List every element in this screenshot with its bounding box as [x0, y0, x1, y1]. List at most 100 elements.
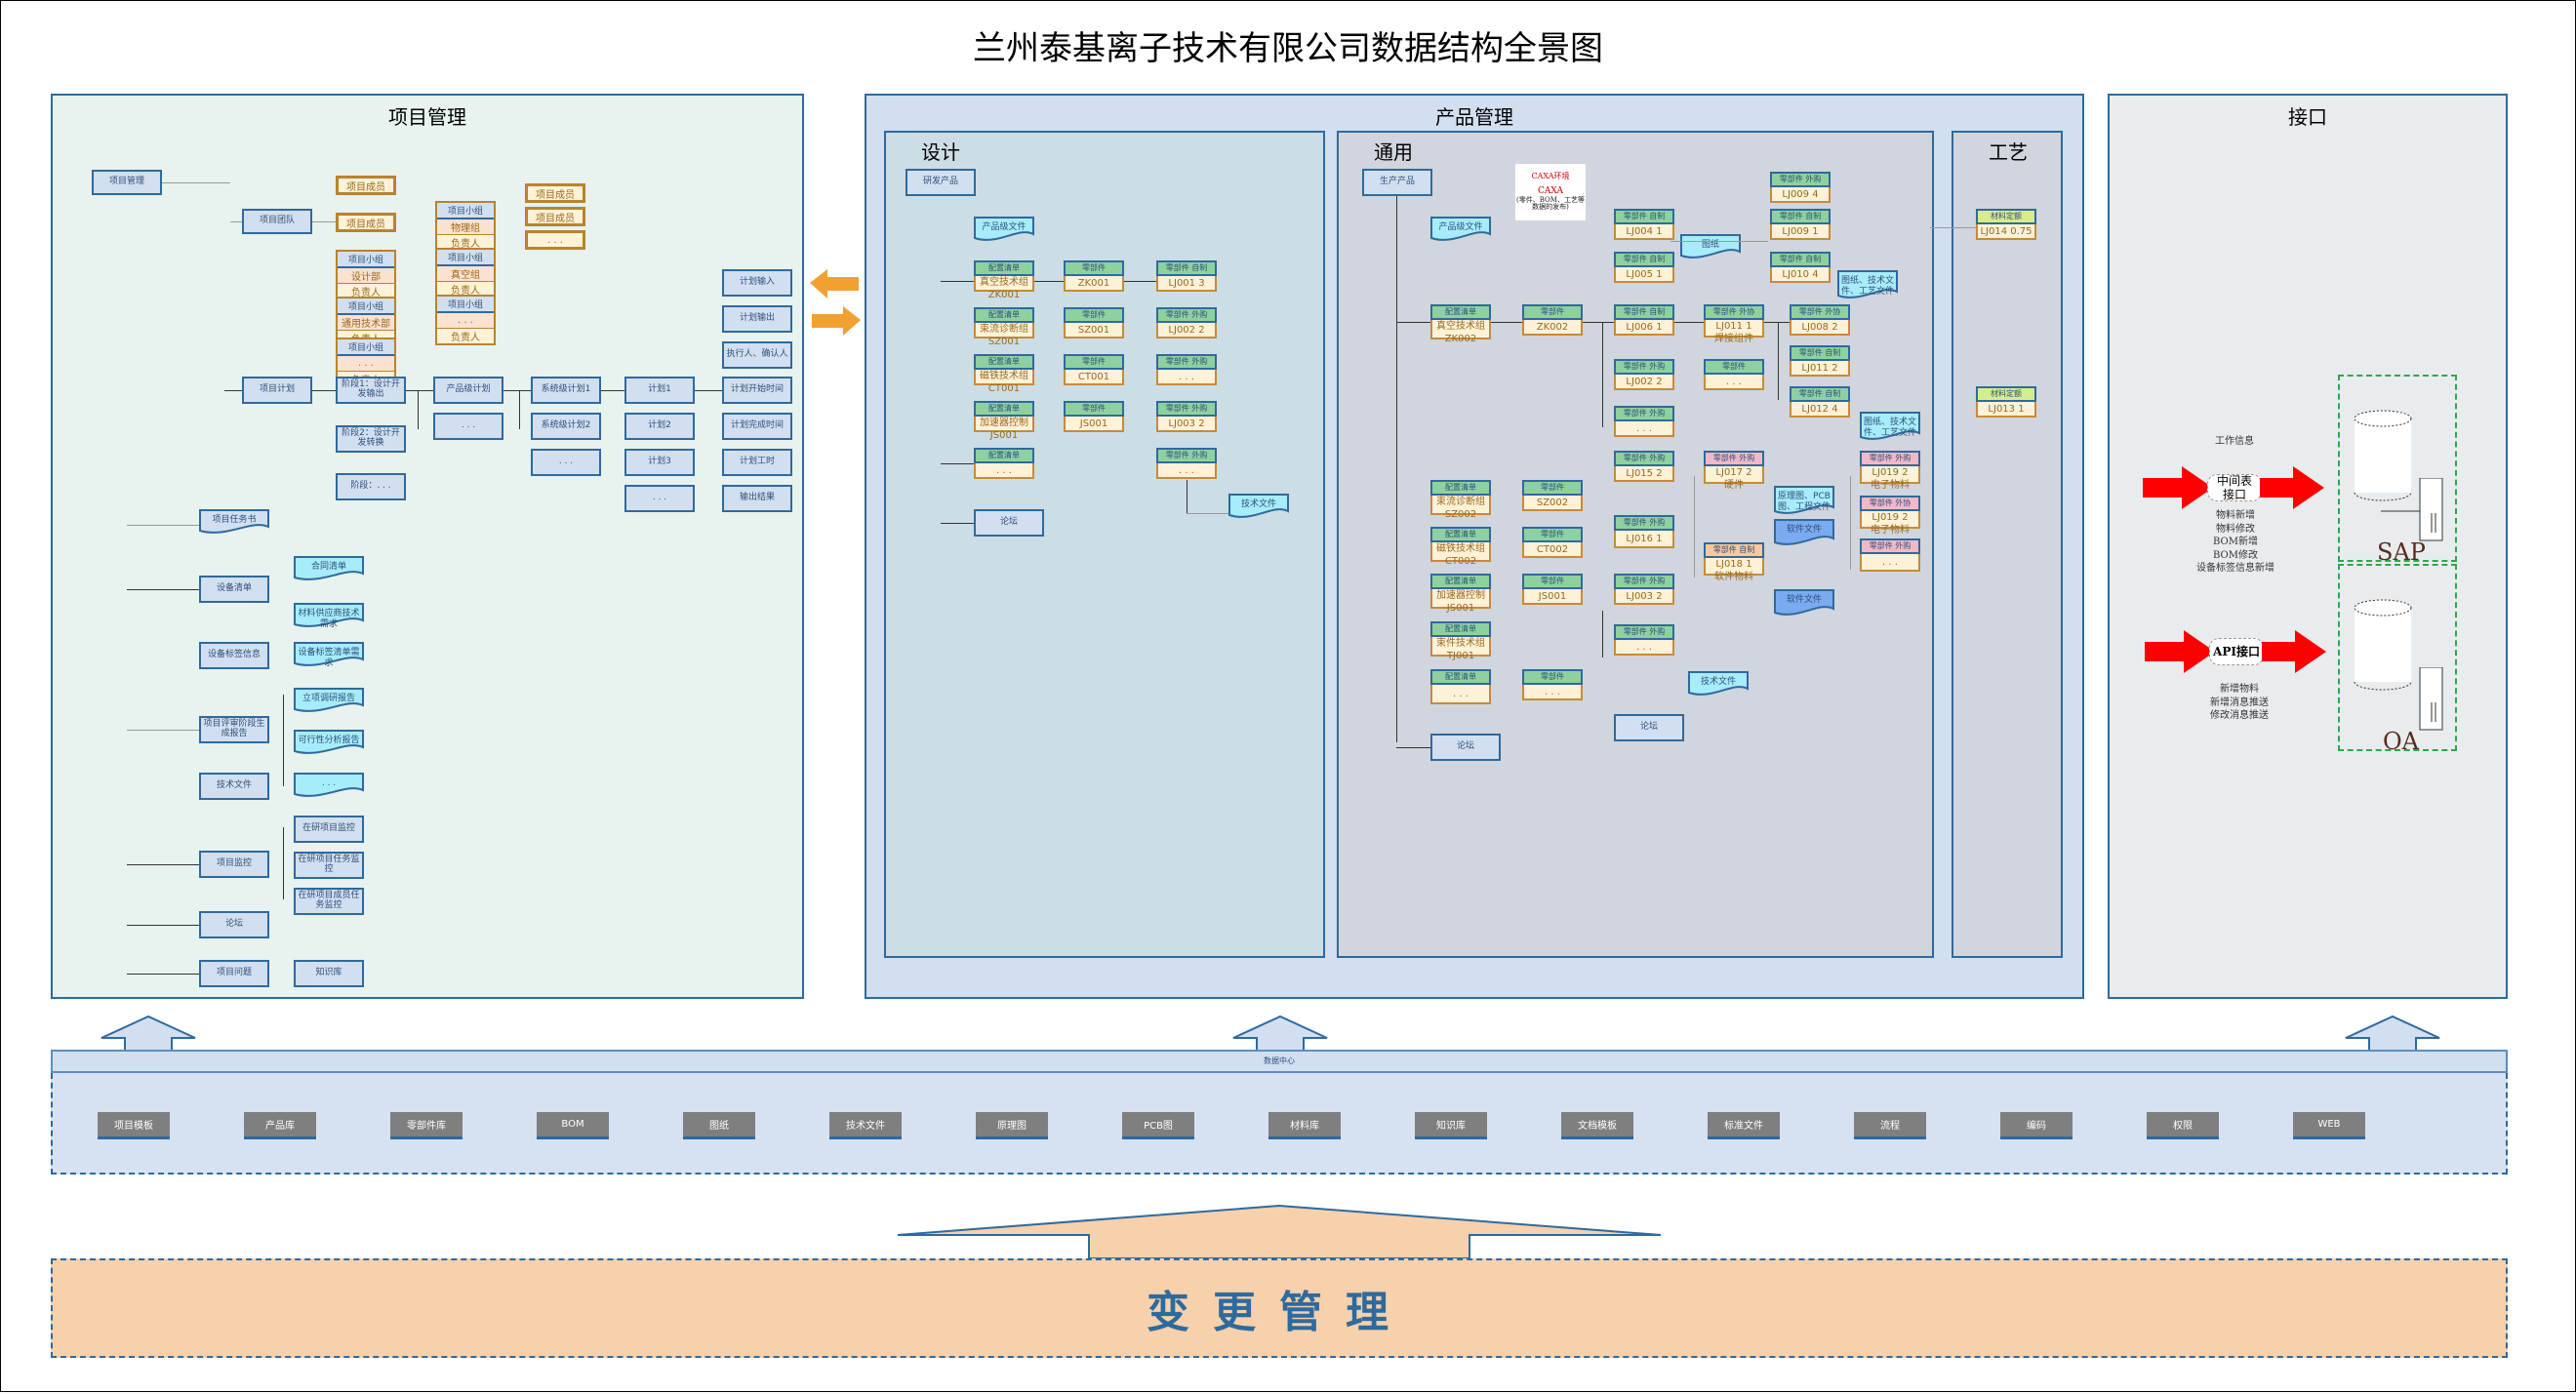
- task-attribute-node[interactable]: 计划开始时间: [722, 377, 792, 404]
- project-monitor-node[interactable]: 项目监控: [199, 851, 269, 878]
- research-report-doc[interactable]: 立项调研报告: [294, 688, 364, 713]
- software-doc[interactable]: 软件文件: [1774, 519, 1834, 546]
- review-report-node[interactable]: 项目评审阶段生成报告: [199, 716, 269, 743]
- part-card[interactable]: 配置清单. . .: [974, 448, 1034, 479]
- part-card[interactable]: 配置清单束流诊断组 SZ001: [974, 307, 1034, 347]
- knowledge-node[interactable]: 知识库: [294, 960, 364, 987]
- part-card[interactable]: 零部件 外购. . .: [1614, 406, 1674, 437]
- module-2[interactable]: 零部件库: [390, 1112, 463, 1139]
- project-member-node[interactable]: 项目成员: [336, 213, 396, 232]
- software-doc-2[interactable]: 软件文件: [1774, 589, 1834, 617]
- design-root-node[interactable]: 研发产品: [906, 169, 976, 196]
- module-9[interactable]: 知识库: [1415, 1112, 1487, 1139]
- general-product-doc[interactable]: 产品级文件: [1430, 217, 1491, 242]
- task-node[interactable]: . . .: [624, 485, 695, 512]
- system-plan-node[interactable]: 系统级计划2: [531, 413, 601, 440]
- module-1[interactable]: 产品库: [244, 1112, 316, 1139]
- product-plan-node[interactable]: . . .: [433, 413, 503, 440]
- task-attribute-node[interactable]: 输出结果: [722, 485, 792, 512]
- task-book-doc[interactable]: 项目任务书: [199, 509, 269, 535]
- project-group-card[interactable]: 项目小组物理组负责人: [435, 201, 496, 252]
- part-card[interactable]: 配置清单. . .: [1430, 669, 1491, 704]
- monitor-item-node[interactable]: 在研项目成员任务监控: [294, 888, 364, 915]
- oa-system-box[interactable]: [2338, 564, 2457, 751]
- project-group-card[interactable]: 项目小组设计部负责人: [336, 250, 396, 300]
- project-forum-node[interactable]: 论坛: [199, 911, 269, 938]
- part-card[interactable]: 零部件. . .: [1522, 669, 1583, 700]
- general-forum-node[interactable]: 论坛: [1430, 734, 1501, 761]
- module-11[interactable]: 标准文件: [1708, 1112, 1780, 1139]
- module-4[interactable]: 图纸: [683, 1112, 755, 1139]
- module-5[interactable]: 技术文件: [829, 1112, 902, 1139]
- part-card[interactable]: 零部件 外购. . .: [1156, 448, 1217, 479]
- general-drawing-doc[interactable]: 图纸: [1680, 234, 1741, 259]
- plan-io-node[interactable]: 执行人、确认人: [722, 341, 792, 369]
- part-card[interactable]: 配置清单磁铁技术组 CT002: [1430, 527, 1491, 567]
- project-stage-node[interactable]: 阶段1：设计开发输出: [336, 377, 406, 404]
- part-card[interactable]: 零部件 外购. . .: [1860, 538, 1920, 572]
- change-management-bar[interactable]: 变更管理: [51, 1258, 2508, 1358]
- project-member-node[interactable]: . . .: [525, 230, 585, 250]
- review-more-doc[interactable]: . . .: [294, 773, 364, 798]
- product-plan-node[interactable]: 产品级计划: [433, 377, 503, 404]
- monitor-item-node[interactable]: 在研项目任务监控: [294, 852, 364, 879]
- task-attribute-node[interactable]: 计划工时: [722, 449, 792, 476]
- general-forum-node-2[interactable]: 论坛: [1614, 714, 1684, 741]
- task-node[interactable]: 计划2: [624, 413, 695, 440]
- part-card[interactable]: 配置清单真空技术组 ZK002: [1430, 304, 1491, 344]
- label-requirement-doc[interactable]: 设备标签清单需求: [294, 642, 364, 668]
- part-card[interactable]: 配置清单磁铁技术组 CT001: [974, 354, 1034, 394]
- system-plan-node[interactable]: 系统级计划1: [531, 377, 601, 404]
- sap-system-box[interactable]: [2338, 375, 2457, 562]
- project-team-node[interactable]: 项目团队: [242, 209, 312, 234]
- project-stage-node[interactable]: 阶段：. . .: [336, 473, 406, 500]
- module-12[interactable]: 流程: [1854, 1112, 1926, 1139]
- project-root-node[interactable]: 项目管理: [92, 170, 162, 195]
- module-14[interactable]: 权限: [2147, 1112, 2219, 1139]
- module-7[interactable]: PCB图: [1122, 1112, 1194, 1139]
- part-card[interactable]: 零部件 外购. . .: [1156, 354, 1217, 385]
- project-plan-node[interactable]: 项目计划: [242, 377, 312, 404]
- schematic-pcb-doc[interactable]: 原理图、PCB图、工程文件: [1774, 486, 1834, 515]
- equipment-list-node[interactable]: 设备清单: [199, 576, 269, 603]
- part-card[interactable]: 配置清单加速器控制 JS001: [1430, 574, 1491, 614]
- system-plan-node[interactable]: . . .: [531, 449, 601, 476]
- project-member-node[interactable]: 项目成员: [525, 207, 585, 226]
- design-forum-node[interactable]: 论坛: [974, 509, 1044, 537]
- part-card[interactable]: 零部件. . .: [1704, 359, 1764, 390]
- project-issue-node[interactable]: 项目问题: [199, 960, 269, 987]
- part-card[interactable]: 零部件 外购. . .: [1614, 624, 1674, 656]
- design-product-doc[interactable]: 产品级文件: [974, 217, 1034, 242]
- equipment-label-node[interactable]: 设备标签信息: [199, 642, 269, 669]
- module-13[interactable]: 编码: [2000, 1112, 2073, 1139]
- project-stage-node[interactable]: 阶段2：设计开发转换: [336, 425, 406, 453]
- part-card[interactable]: 配置清单真空技术组 ZK001: [974, 260, 1034, 300]
- project-group-card[interactable]: 项目小组真空组负责人: [435, 248, 496, 299]
- general-tech-doc[interactable]: 技术文件: [1688, 671, 1749, 697]
- monitor-item-node[interactable]: 在研项目监控: [294, 816, 364, 843]
- module-15[interactable]: WEB: [2293, 1112, 2365, 1139]
